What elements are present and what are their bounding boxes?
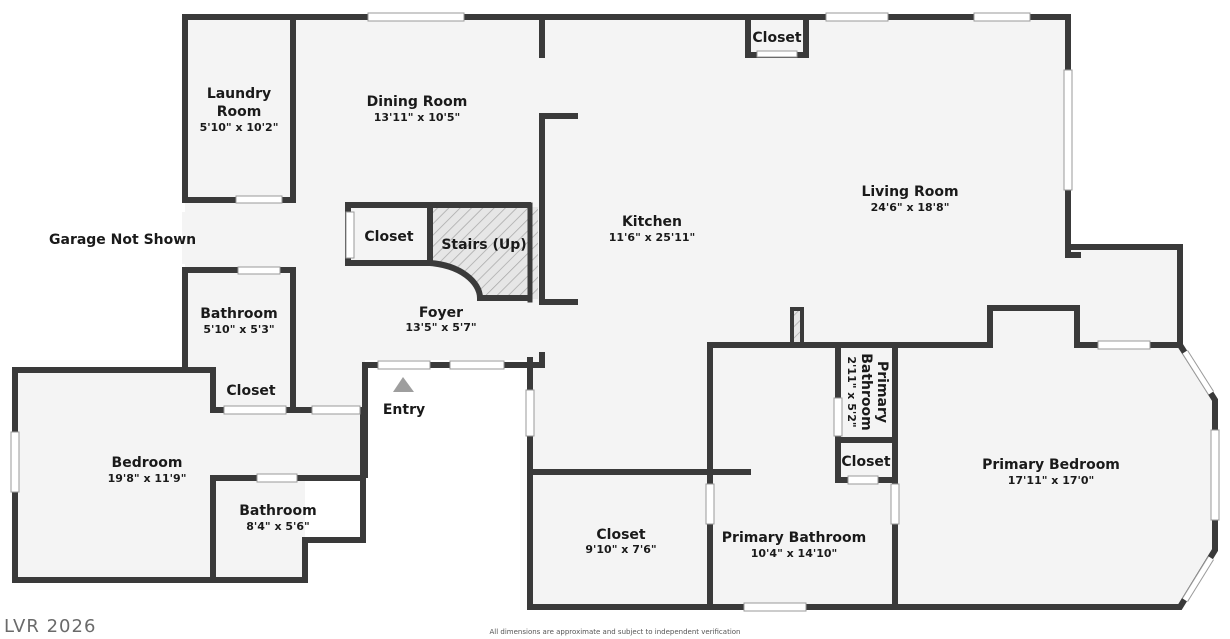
entry-label: Entry (383, 402, 425, 418)
room-label-bathroom-lower: Bathroom 8'4" x 5'6" (239, 503, 317, 533)
garage-label: Garage Not Shown (49, 232, 196, 248)
svg-text:Bathroom: Bathroom (200, 306, 278, 322)
stairs-rail (528, 207, 538, 299)
svg-text:Laundry: Laundry (207, 86, 271, 102)
svg-text:2'11" x 5'2": 2'11" x 5'2" (845, 356, 858, 427)
svg-text:11'6" x 25'11": 11'6" x 25'11" (609, 231, 696, 244)
svg-text:5'10" x 5'3": 5'10" x 5'3" (203, 323, 274, 336)
svg-text:9'10" x 7'6": 9'10" x 7'6" (585, 543, 656, 556)
svg-text:Room: Room (217, 104, 262, 120)
room-label-foyer: Foyer 13'5" x 5'7" (405, 305, 476, 334)
svg-text:Closet: Closet (596, 527, 646, 543)
room-label-dining: Dining Room 13'11" x 10'5" (367, 94, 468, 124)
room-label-stairs: Stairs (Up) (441, 237, 526, 253)
svg-text:Kitchen: Kitchen (622, 214, 682, 230)
svg-text:Primary: Primary (874, 361, 890, 423)
svg-text:13'5" x 5'7": 13'5" x 5'7" (405, 321, 476, 334)
svg-text:24'6" x 18'8": 24'6" x 18'8" (871, 201, 950, 214)
svg-text:8'4" x 5'6": 8'4" x 5'6" (246, 520, 310, 533)
room-label-laundry: Laundry Room 5'10" x 10'2" (200, 86, 279, 134)
entry-arrow-icon (393, 377, 414, 392)
room-label-bathroom-left: Bathroom 5'10" x 5'3" (200, 306, 278, 336)
room-label-primary-bathroom: Primary Bathroom 10'4" x 14'10" (722, 530, 866, 560)
svg-text:10'4" x 14'10": 10'4" x 14'10" (751, 547, 838, 560)
svg-text:19'8" x 11'9": 19'8" x 11'9" (108, 472, 187, 485)
room-label-primary-wc: Primary Bathroom 2'11" x 5'2" (845, 353, 890, 431)
openings (182, 212, 190, 264)
room-label-closet-primary: Closet (841, 454, 891, 470)
room-label-living: Living Room 24'6" x 18'8" (861, 184, 958, 214)
room-label-kitchen: Kitchen 11'6" x 25'11" (609, 214, 696, 244)
svg-text:17'11" x 17'0": 17'11" x 17'0" (1008, 474, 1095, 487)
svg-text:Dining Room: Dining Room (367, 94, 468, 110)
svg-text:13'11" x 10'5": 13'11" x 10'5" (374, 111, 461, 124)
room-label-bedroom: Bedroom 19'8" x 11'9" (108, 455, 187, 485)
walls (12, 14, 1218, 610)
stairs-hatch (432, 207, 528, 298)
svg-text:Bathroom: Bathroom (858, 353, 874, 431)
floor-area (18, 17, 1215, 607)
room-label-closet-top: Closet (752, 30, 802, 46)
windows (10, 12, 1220, 612)
room-label-closet-walkin: Closet 9'10" x 7'6" (585, 527, 656, 556)
room-label-closet-bedroom: Closet (226, 383, 276, 399)
svg-text:Bedroom: Bedroom (112, 455, 183, 471)
svg-text:Primary Bedroom: Primary Bedroom (982, 457, 1120, 473)
room-label-closet-foyer: Closet (364, 229, 414, 245)
svg-text:5'10" x 10'2": 5'10" x 10'2" (200, 121, 279, 134)
svg-text:Primary Bathroom: Primary Bathroom (722, 530, 866, 546)
svg-text:Foyer: Foyer (419, 305, 463, 321)
watermark: LVR 2026 (4, 616, 96, 637)
svg-text:Bathroom: Bathroom (239, 503, 317, 519)
room-label-primary-bedroom: Primary Bedroom 17'11" x 17'0" (982, 457, 1120, 487)
disclaimer: All dimensions are approximate and subje… (490, 628, 741, 636)
svg-text:Living Room: Living Room (861, 184, 958, 200)
